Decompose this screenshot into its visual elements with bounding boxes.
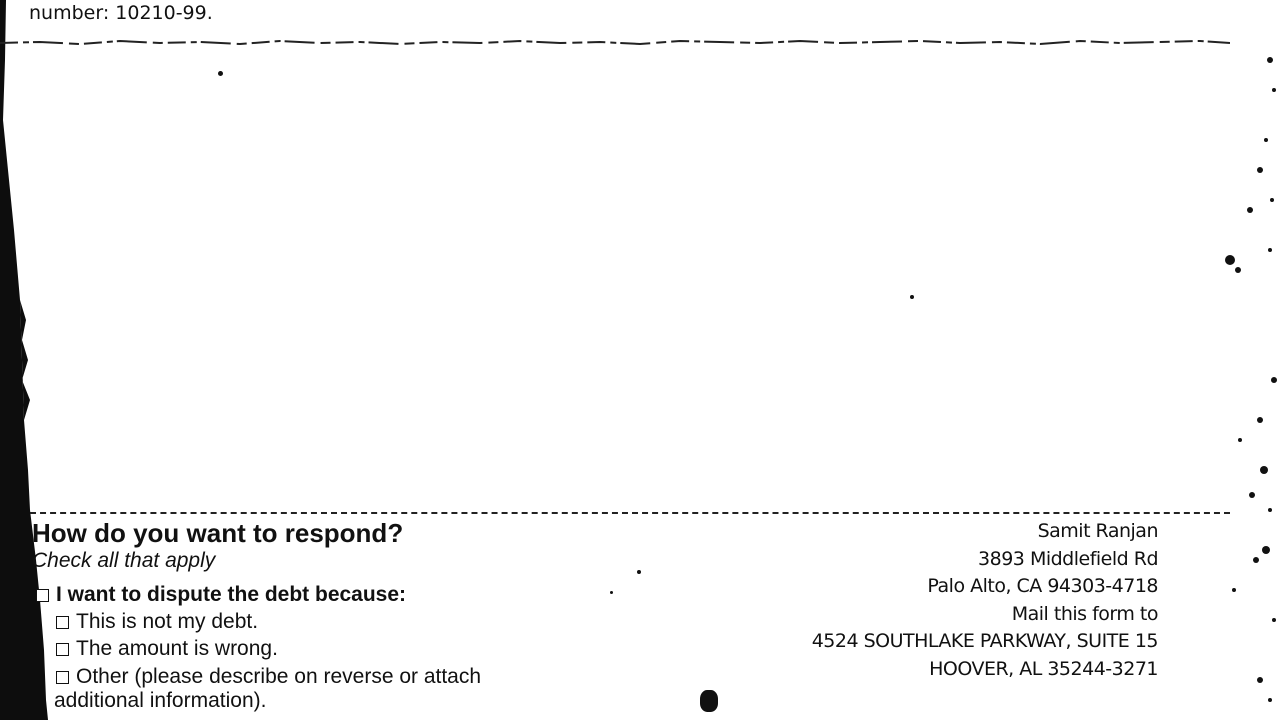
respond-title: How do you want to respond? (32, 518, 404, 548)
scan-speck (910, 295, 914, 299)
mail-to-city: HOOVER, AL 35244-3271 (929, 657, 1158, 680)
scan-edge-left (0, 0, 48, 720)
reason-checkbox[interactable] (56, 642, 69, 656)
scan-edge-right (1225, 57, 1277, 702)
mail-to-street: 4524 SOUTHLAKE PARKWAY, SUITE 15 (811, 630, 1159, 652)
reason-checkbox[interactable] (56, 670, 69, 684)
reason-label: Other (please describe on reverse or att… (76, 665, 482, 688)
torn-edge-line (0, 39, 1230, 46)
reason-checkbox[interactable] (56, 615, 69, 629)
scan-speck (610, 591, 613, 594)
reason-label: This is not my debt. (76, 610, 259, 633)
dispute-option-label: I want to dispute the debt because: (56, 583, 407, 606)
sender-name: Samit Ranjan (1037, 520, 1159, 542)
reason-not-my-debt[interactable]: This is not my debt. (56, 610, 258, 634)
reference-number-text: number: 10210-99. (29, 2, 213, 24)
reason-amount-wrong[interactable]: The amount is wrong. (56, 637, 278, 661)
sender-street: 3893 Middlefield Rd (978, 547, 1158, 570)
reason-label: The amount is wrong. (76, 637, 278, 660)
mail-to-label: Mail this form to (1011, 602, 1159, 625)
reason-other[interactable]: Other (please describe on reverse or att… (56, 665, 481, 689)
address-block: Samit Ranjan 3893 Middlefield Rd Palo Al… (811, 518, 1159, 683)
respond-subtitle: Check all that apply (32, 549, 216, 572)
scan-speck (700, 690, 718, 712)
reason-other-continuation: additional information). (54, 689, 267, 712)
cut-line-divider (30, 512, 1230, 514)
sender-city-line: Palo Alto, CA 94303-4718 (927, 575, 1158, 597)
dispute-checkbox[interactable] (36, 588, 49, 602)
dispute-option[interactable]: I want to dispute the debt because: (36, 583, 406, 607)
scan-speck (218, 71, 223, 76)
scan-speck (637, 570, 641, 574)
